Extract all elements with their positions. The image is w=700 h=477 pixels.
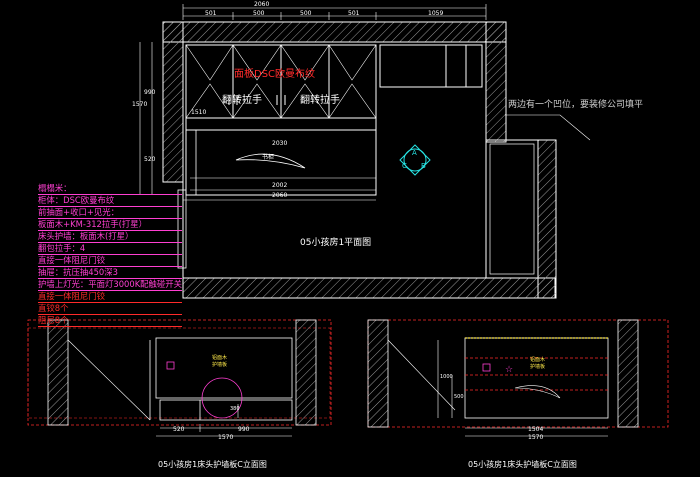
flip-handle-left: 翻转拉手 bbox=[222, 95, 262, 106]
notes-line: 直接一体阻尼门铰 bbox=[38, 255, 183, 267]
dim-left-1: 1570 bbox=[132, 101, 148, 108]
marker-a: A bbox=[412, 149, 417, 157]
marker-c: C bbox=[402, 162, 407, 170]
callout-leader bbox=[505, 114, 591, 141]
notes-line: 翻包拉手：4 bbox=[38, 243, 183, 255]
notes-block: 榻榻米： 柜体：DSC欧曼布纹 前抽面+收口+见光： 板面木+KM-312拉手(… bbox=[38, 183, 183, 327]
dim-top-3: 500 bbox=[300, 10, 312, 17]
plan-wall-right-lower bbox=[537, 139, 557, 299]
notes-red-line: 直接一体阻尼门铰 bbox=[38, 291, 183, 303]
elev-right-tag-2: 护墙板 bbox=[530, 364, 546, 370]
elev-right-dim-side-2: 500 bbox=[454, 394, 464, 400]
plan-wall-right bbox=[485, 21, 507, 143]
dim-top-1: 501 bbox=[205, 10, 217, 17]
plan-balcony bbox=[485, 139, 539, 279]
notes-line: 床头护墙：板面木(打星） bbox=[38, 231, 183, 243]
plan-view bbox=[139, 4, 591, 299]
dim-left-3: 1510 bbox=[191, 109, 207, 116]
elev-right-wall bbox=[367, 319, 389, 428]
flip-handle-right: 翻转拉手 bbox=[300, 95, 340, 106]
elevation-left bbox=[27, 319, 332, 437]
notes-line: 前抽面+收口+见光： bbox=[38, 207, 183, 219]
elev-left-tag-2: 护墙板 bbox=[212, 362, 228, 368]
plan-small-label: 书柜 bbox=[262, 154, 275, 161]
plan-side-cabinet bbox=[379, 44, 483, 88]
plan-title: 05小孩房1平面图 bbox=[300, 238, 372, 248]
dim-left-4: 520 bbox=[144, 156, 156, 163]
dim-top-2: 500 bbox=[253, 10, 265, 17]
elev-left-dim-side: 380 bbox=[230, 406, 240, 412]
elev-left-wall-right bbox=[295, 319, 317, 426]
elev-left-tag-1: 铝面木 bbox=[212, 355, 228, 361]
elev-right-title: 05小孩房1床头护墙板C立面图 bbox=[468, 460, 577, 469]
notes-line: 柜体：DSC欧曼布纹 bbox=[38, 195, 183, 207]
elev-right-dim-2: 1570 bbox=[528, 434, 544, 441]
dim-bottom-3: 2060 bbox=[272, 192, 288, 199]
dim-top-total: 2060 bbox=[254, 1, 270, 8]
elev-right-tag-1: 铝面木 bbox=[530, 357, 546, 363]
plan-callout: 两边有一个凹位，要装修公司填平 bbox=[508, 100, 644, 110]
dim-bottom-2: 2002 bbox=[272, 182, 288, 189]
dim-top-4: 501 bbox=[348, 10, 360, 17]
plan-wall-top bbox=[162, 21, 507, 43]
notes-heading: 榻榻米： bbox=[38, 183, 183, 195]
elev-right-dim-1: 1504 bbox=[528, 426, 544, 433]
elev-left-panel bbox=[155, 337, 293, 399]
notes-red-line: 直铰8个 bbox=[38, 303, 183, 315]
elev-left-wall bbox=[47, 319, 69, 426]
elevation-right: ☆ bbox=[367, 319, 669, 437]
dim-left-2: 990 bbox=[144, 89, 156, 96]
notes-line: 抽屉：抗压抽450深3 bbox=[38, 267, 183, 279]
elev-right-wall-right bbox=[617, 319, 639, 428]
plan-wall-left bbox=[162, 21, 184, 183]
elev-right-dim-side-1: 1000 bbox=[440, 374, 453, 380]
star-icon: ☆ bbox=[505, 365, 513, 375]
plan-wall-bottom bbox=[182, 277, 556, 299]
elev-left-dim-2: 990 bbox=[238, 426, 250, 433]
notes-line: 板面木+KM-312拉手(打星） bbox=[38, 219, 183, 231]
marker-b: B bbox=[421, 162, 426, 170]
elev-left-dim-1: 520 bbox=[173, 426, 185, 433]
dim-bottom-1: 2030 bbox=[272, 140, 288, 147]
elevation-marker bbox=[399, 144, 431, 176]
elev-left-title: 05小孩房1床头护墙板C立面图 bbox=[158, 460, 267, 469]
elev-left-dim-3: 1570 bbox=[218, 434, 234, 441]
plan-panel-label: 面板DSC欧曼布纹 bbox=[234, 69, 316, 80]
notes-red-line: 阻尼8个 bbox=[38, 315, 183, 327]
dim-top-5: 1059 bbox=[428, 10, 444, 17]
notes-line: 护墙上灯光：平面灯3000K配触碰开关 bbox=[38, 279, 183, 291]
elev-right-panel bbox=[464, 337, 609, 419]
